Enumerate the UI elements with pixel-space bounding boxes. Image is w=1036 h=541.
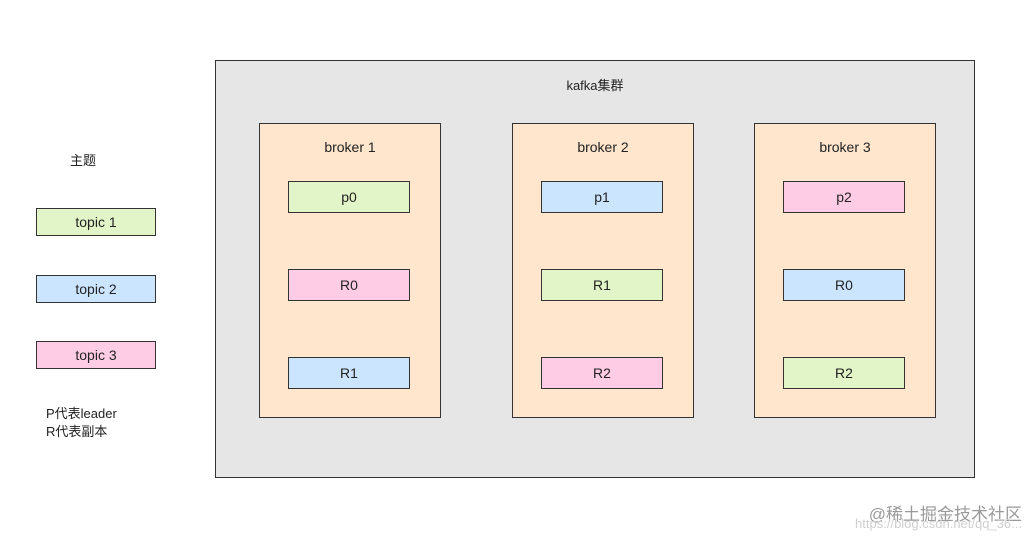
broker-1-partition-r1: R1 bbox=[288, 357, 410, 389]
broker-3-title: broker 3 bbox=[819, 139, 871, 155]
broker-3: broker 3 p2 R0 R2 bbox=[754, 123, 936, 418]
broker-2: broker 2 p1 R1 R2 bbox=[512, 123, 694, 418]
broker-1-partition-p0: p0 bbox=[288, 181, 410, 213]
broker-1-partition-r0: R0 bbox=[288, 269, 410, 301]
broker-2-partition-p1: p1 bbox=[541, 181, 663, 213]
legend-title: 主题 bbox=[70, 153, 97, 168]
broker-2-partition-r2: R2 bbox=[541, 357, 663, 389]
kafka-cluster: kafka集群 broker 1 p0 R0 R1 broker 2 p1 R1… bbox=[215, 60, 975, 478]
cluster-title: kafka集群 bbox=[566, 78, 624, 93]
broker-2-title: broker 2 bbox=[577, 139, 629, 155]
watermark: @稀土掘金技术社区 bbox=[868, 505, 1022, 524]
broker-2-partition-r1: R1 bbox=[541, 269, 663, 301]
legend-note-leader: P代表leader bbox=[46, 406, 117, 421]
broker-3-partition-r0: R0 bbox=[783, 269, 905, 301]
broker-3-partition-p2: p2 bbox=[783, 181, 905, 213]
legend-note-replica: R代表副本 bbox=[46, 424, 108, 439]
legend-topic-1: topic 1 bbox=[36, 208, 156, 236]
legend-note: P代表leader R代表副本 bbox=[46, 405, 117, 441]
broker-1-title: broker 1 bbox=[324, 139, 376, 155]
legend-topic-2: topic 2 bbox=[36, 275, 156, 303]
watermark-url: https://blog.csdn.net/qq_36... bbox=[855, 516, 1022, 531]
broker-1: broker 1 p0 R0 R1 bbox=[259, 123, 441, 418]
legend-topic-3: topic 3 bbox=[36, 341, 156, 369]
broker-3-partition-r2: R2 bbox=[783, 357, 905, 389]
